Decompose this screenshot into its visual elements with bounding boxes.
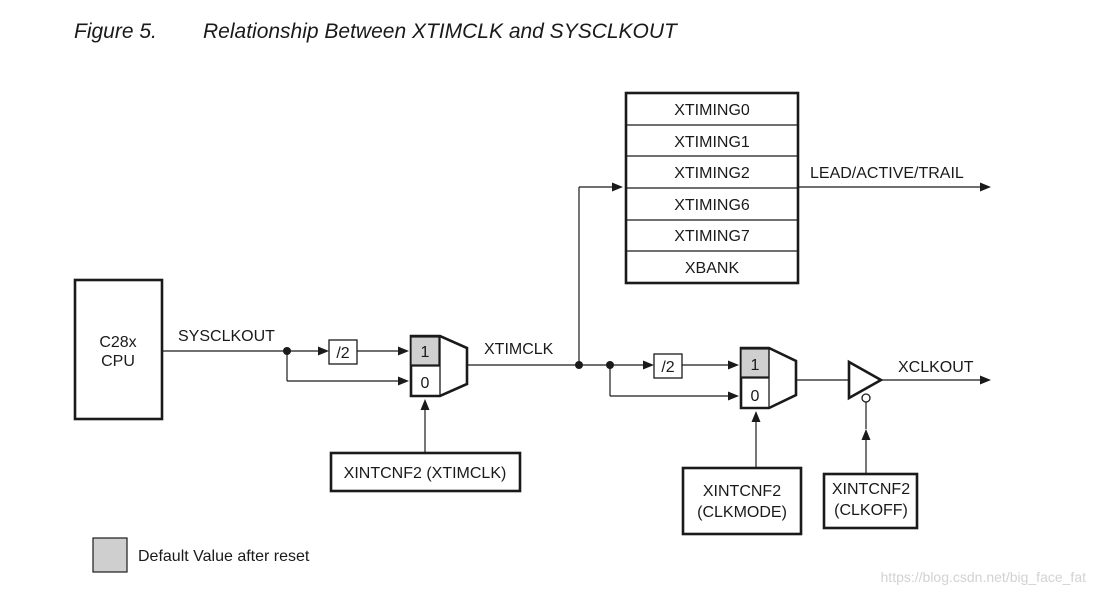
sysclkout-wire (162, 346, 409, 386)
sysclkout-label: SYSCLKOUT (178, 328, 275, 345)
xtimclk-label: XTIMCLK (484, 341, 554, 358)
timing-output-wire (798, 182, 991, 192)
mux-1-input-0: 0 (421, 375, 430, 392)
cpu-label-line2: CPU (101, 353, 135, 370)
divider-2: /2 (653, 353, 683, 379)
clkmode-label-line1: XINTCNF2 (703, 483, 781, 500)
lead-active-trail-label: LEAD/ACTIVE/TRAIL (810, 165, 964, 182)
divider-2-label: /2 (661, 359, 674, 376)
cpu-label-line1: C28x (99, 334, 136, 351)
clkoff-label-line1: XINTCNF2 (832, 481, 910, 498)
xtimclk-control: XINTCNF2 (XTIMCLK) (329, 399, 522, 493)
cpu-box: C28x CPU (73, 278, 164, 421)
xclkout-wire (881, 375, 991, 385)
legend: Default Value after reset (92, 537, 310, 573)
divider-1-label: /2 (336, 345, 349, 362)
mux-2-input-1: 1 (751, 357, 760, 374)
figure-number: Figure 5. (74, 20, 157, 43)
clkmode-control: XINTCNF2 (CLKMODE) (681, 411, 803, 536)
clkoff-control: XINTCNF2 (CLKOFF) (822, 402, 919, 530)
clkmode-label-line2: (CLKMODE) (697, 504, 787, 521)
output-buffer (847, 359, 884, 403)
register-xtiming2: XTIMING2 (674, 165, 750, 182)
register-xtiming0: XTIMING0 (674, 102, 750, 119)
xtimclk-wire (467, 182, 739, 401)
enable-bubble (861, 393, 871, 403)
mux-1-input-1: 1 (421, 344, 430, 361)
mux-2-input-0: 0 (751, 388, 760, 405)
register-xtiming6: XTIMING6 (674, 197, 750, 214)
register-xbank: XBANK (685, 260, 740, 277)
mux-1: 1 0 (409, 334, 469, 398)
figure-title: Relationship Between XTIMCLK and SYSCLKO… (203, 20, 679, 43)
mux-2: 1 0 (739, 346, 798, 410)
register-xtiming1: XTIMING1 (674, 134, 750, 151)
register-xtiming7: XTIMING7 (674, 228, 750, 245)
register-stack: XTIMING0 XTIMING1 XTIMING2 XTIMING6 XTIM… (624, 91, 800, 285)
watermark: https://blog.csdn.net/big_face_fat (881, 569, 1087, 585)
xclkout-label: XCLKOUT (898, 359, 974, 376)
legend-swatch (92, 537, 128, 573)
legend-label: Default Value after reset (138, 548, 310, 565)
xtimclk-control-label: XINTCNF2 (XTIMCLK) (344, 465, 507, 482)
divider-1: /2 (328, 339, 358, 365)
clkoff-label-line2: (CLKOFF) (834, 502, 908, 519)
